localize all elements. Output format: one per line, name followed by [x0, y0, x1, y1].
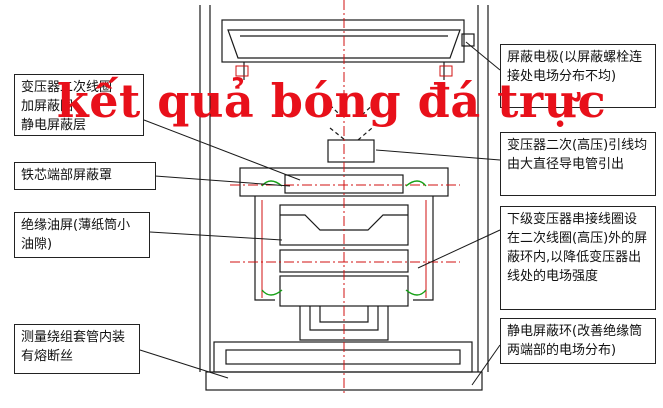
leader-core-shield [154, 175, 291, 187]
centerlines [230, 0, 460, 395]
shield-ring-upper-left [261, 180, 283, 187]
leader-static-ring [471, 344, 501, 386]
leader-fuse [139, 349, 229, 379]
callout-oil-screen: 绝缘油屏(薄纸筒小油隙) [14, 212, 150, 258]
callout-fuse: 测量绕组套管内装有熔断丝 [14, 324, 140, 374]
callout-static-ring-text: 静电屏蔽环(改善绝缘筒两端部的电场分布) [507, 324, 643, 358]
callout-static-ring: 静电屏蔽环(改善绝缘筒两端部的电场分布) [500, 318, 656, 364]
overlay-banner-text: kết quả bóng đá trực [56, 74, 607, 128]
callout-lower-transformer-text: 下级变压器串接线圈设在二次线圈(高压)外的屏蔽环内,以降低变压器出线处的电场强度 [507, 212, 648, 284]
shield-rings [261, 180, 427, 296]
callout-fuse-text: 测量绕组套管内装有熔断丝 [21, 330, 126, 364]
leader-oil-screen [149, 231, 283, 241]
leader-lower-transformer [417, 229, 501, 269]
callout-oil-screen-text: 绝缘油屏(薄纸筒小油隙) [21, 218, 131, 252]
callout-core-end-shield-text: 铁芯端部屏蔽罩 [21, 168, 113, 183]
red-detail-left [235, 65, 249, 77]
base-inner [225, 349, 461, 365]
base-flange [213, 341, 473, 373]
shield-ring-upper-right [405, 180, 427, 187]
red-detail-right [439, 65, 453, 77]
leader-secondary-lead [375, 149, 501, 161]
top-cover [221, 19, 465, 63]
bolt-right [461, 33, 475, 47]
callout-secondary-lead: 变压器二次(高压)引线均由大直径导电管引出 [500, 132, 656, 196]
leader-lines [139, 41, 501, 386]
callout-shield-electrode: 屏蔽电极(以屏蔽螺栓连接处电场分布不均) [500, 44, 656, 108]
leader-shield-electrode [465, 41, 501, 71]
top-tray [227, 29, 461, 59]
shield-ring-lower-left [261, 289, 283, 296]
shield-ring-lower-right [405, 289, 427, 296]
callout-secondary-coil-shield: 变压器二次线圈 加屏蔽圈 静电屏蔽层 [14, 74, 144, 136]
leader-top-left [143, 119, 301, 181]
callout-core-end-shield: 铁芯端部屏蔽罩 [14, 162, 156, 190]
lower-frame [299, 306, 389, 341]
lead-tube [327, 139, 375, 163]
callout-shield-electrode-text: 屏蔽电极(以屏蔽螺栓连接处电场分布不均) [507, 50, 643, 84]
base-plate [205, 371, 483, 391]
callout-secondary-coil-shield-text: 变压器二次线圈 加屏蔽圈 静电屏蔽层 [21, 80, 113, 133]
lead-hidden-lines [324, 99, 379, 141]
callout-lower-transformer: 下级变压器串接线圈设在二次线圈(高压)外的屏蔽环内,以降低变压器出线处的电场强度 [500, 206, 656, 310]
coil-frame [254, 196, 434, 301]
callout-secondary-lead-text: 变压器二次(高压)引线均由大直径导电管引出 [507, 138, 648, 172]
